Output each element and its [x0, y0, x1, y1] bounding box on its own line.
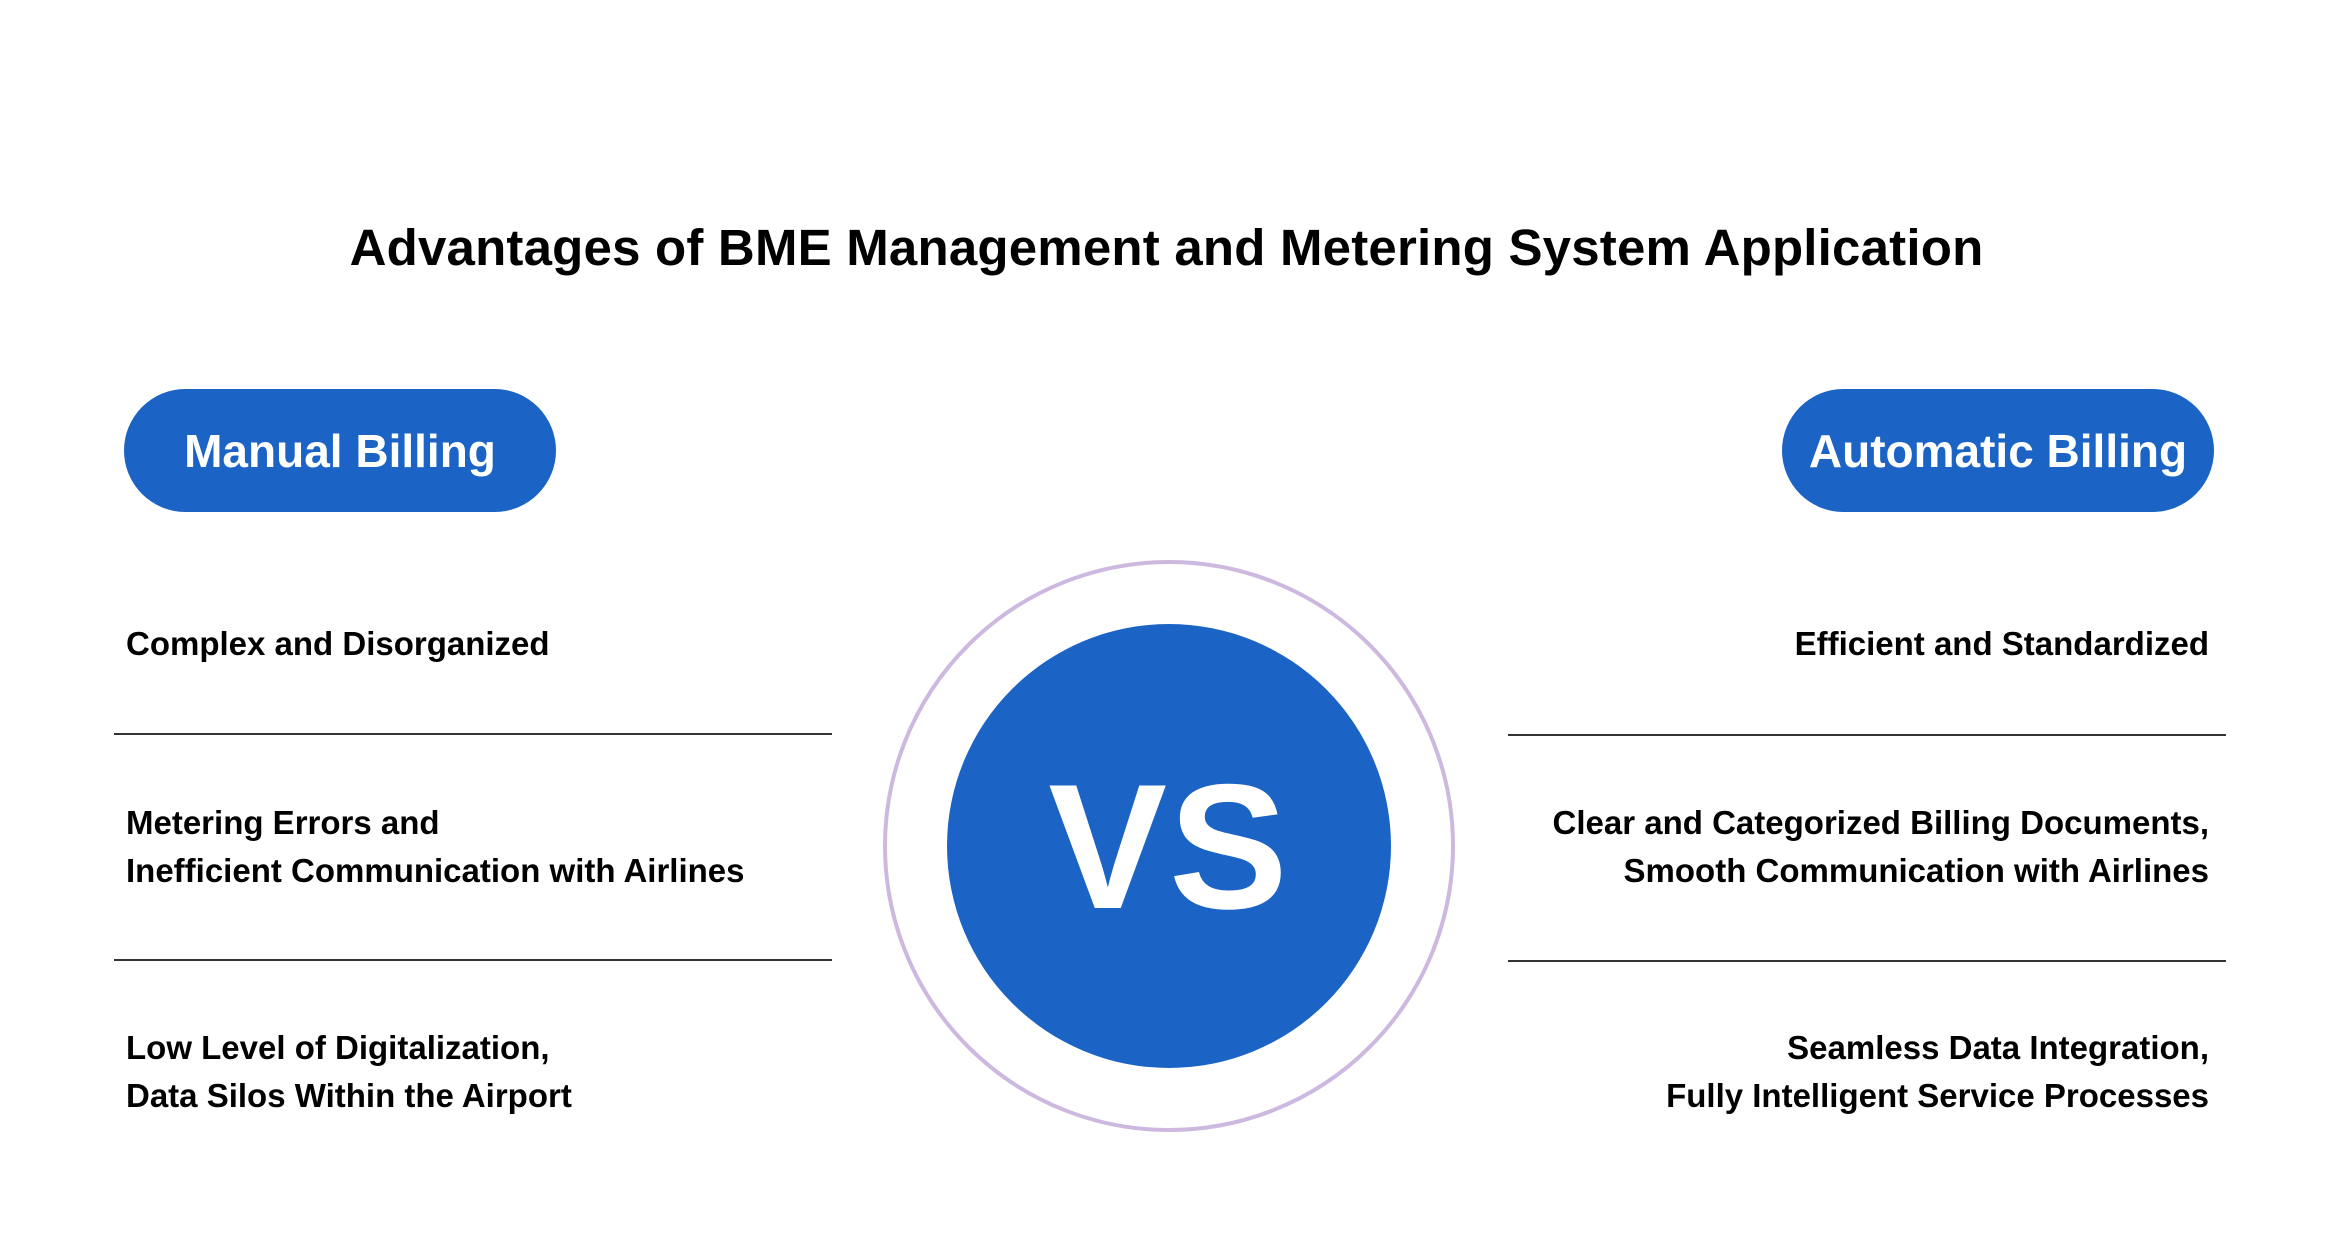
vs-badge: VS [947, 624, 1391, 1068]
vs-outer-ring [883, 560, 1455, 1132]
item-line: Fully Intelligent Service Processes [1666, 1077, 2209, 1114]
divider [1508, 960, 2226, 962]
page-title: Advantages of BME Management and Meterin… [349, 219, 1984, 276]
divider [1508, 734, 2226, 736]
item-line: Inefficient Communication with Airlines [126, 852, 745, 889]
automatic-item-1: Efficient and Standardized [1795, 620, 2209, 668]
manual-item-3: Low Level of Digitalization, Data Silos … [126, 1024, 572, 1120]
item-line: Complex and Disorganized [126, 625, 550, 662]
automatic-item-2: Clear and Categorized Billing Documents,… [1553, 799, 2209, 895]
item-line: Data Silos Within the Airport [126, 1077, 572, 1114]
manual-item-2: Metering Errors and Inefficient Communic… [126, 799, 745, 895]
manual-billing-label: Manual Billing [124, 389, 556, 512]
automatic-billing-label: Automatic Billing [1782, 389, 2214, 512]
manual-item-1: Complex and Disorganized [126, 620, 550, 668]
vs-label: VS [1048, 746, 1290, 946]
item-line: Metering Errors and [126, 804, 440, 841]
item-line: Low Level of Digitalization, [126, 1029, 550, 1066]
divider [114, 733, 832, 735]
divider [114, 959, 832, 961]
item-line: Smooth Communication with Airlines [1623, 852, 2209, 889]
item-line: Efficient and Standardized [1794, 625, 2209, 662]
item-line: Clear and Categorized Billing Documents, [1552, 804, 2209, 841]
automatic-item-3: Seamless Data Integration, Fully Intelli… [1666, 1024, 2209, 1120]
item-line: Seamless Data Integration, [1787, 1029, 2209, 1066]
